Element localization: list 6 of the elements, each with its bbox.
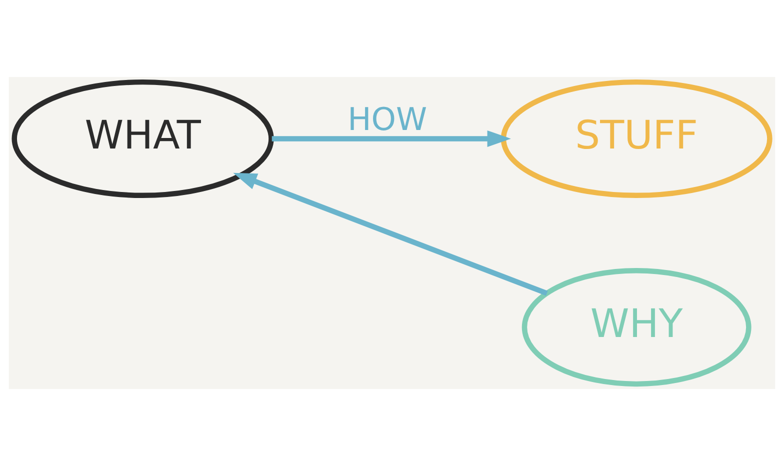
edge-label: HOW bbox=[348, 101, 428, 138]
node-ellipse: STUFF bbox=[500, 78, 772, 198]
arrow bbox=[272, 130, 511, 146]
arrow bbox=[233, 172, 548, 296]
node-ellipse: WHY bbox=[522, 268, 752, 386]
node-ellipse: WHAT bbox=[12, 78, 274, 198]
